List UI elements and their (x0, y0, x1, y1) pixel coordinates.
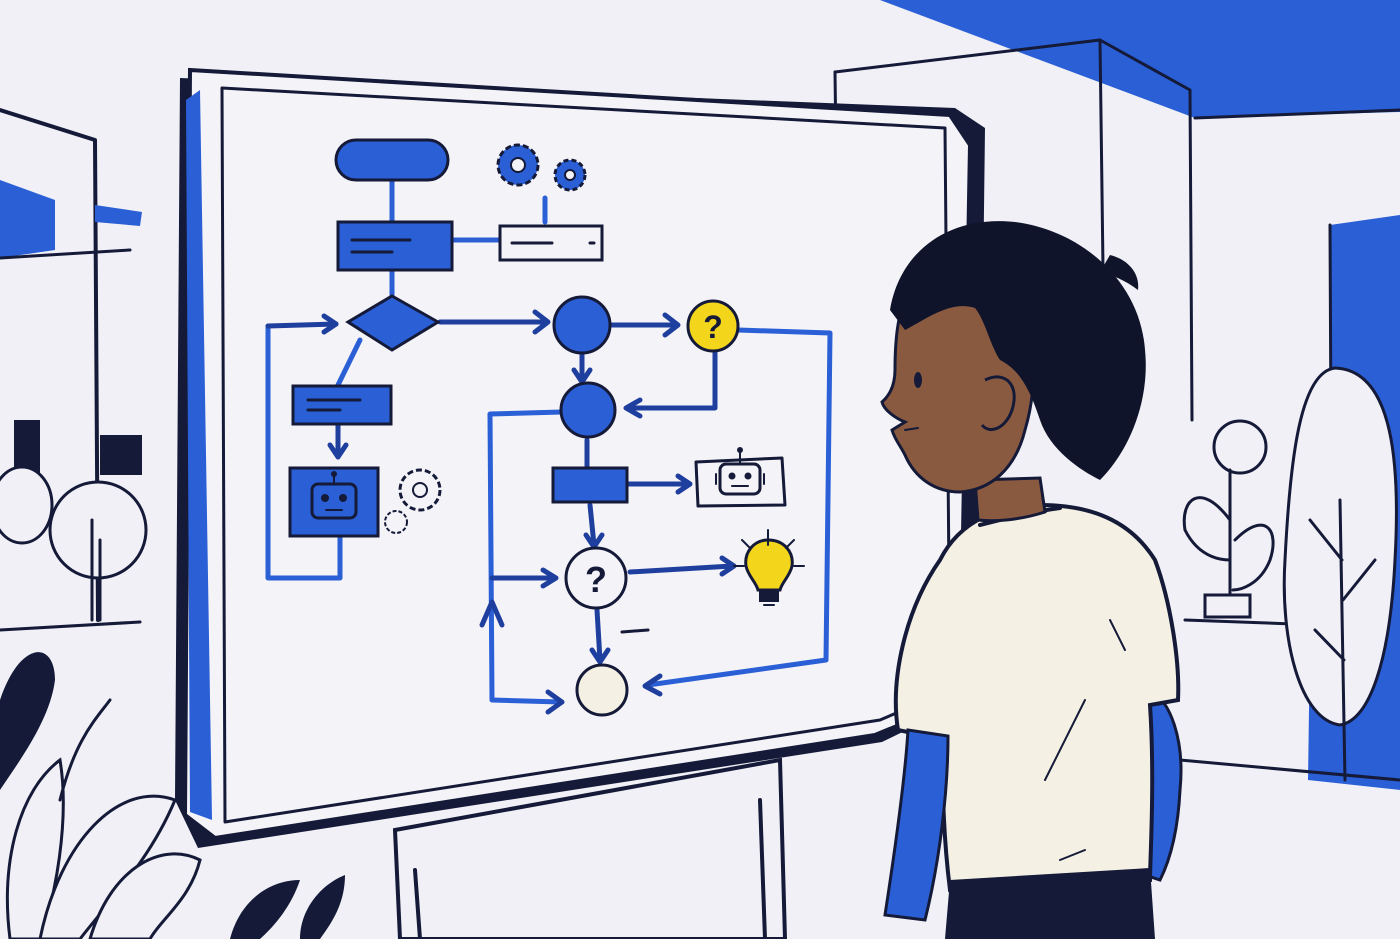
decision-circle: ? (564, 546, 628, 610)
child-figure (880, 221, 1183, 939)
process-node-circle (559, 381, 617, 439)
gears-icon (496, 143, 587, 192)
process-node-circle (552, 295, 612, 355)
end-node-circle (575, 663, 629, 717)
gear-icon (384, 468, 442, 534)
robot-outline-icon (694, 447, 787, 508)
decision-symbol-1: ? (703, 309, 723, 345)
board-stand (392, 757, 788, 939)
question-icon: ? (686, 299, 740, 353)
process-box-left (291, 384, 393, 426)
start-terminal (334, 138, 450, 182)
process-box-small (551, 466, 629, 504)
decision-diamond (345, 294, 441, 352)
decision-symbol-2: ? (585, 559, 607, 600)
right-tree-icon (1282, 366, 1398, 782)
foreground-plants-icon (0, 652, 345, 939)
lightbulb-icon (733, 529, 805, 606)
robot-icon (288, 466, 380, 538)
left-tree-icon (0, 465, 148, 622)
process-box (336, 220, 454, 272)
flowchart: ? ? (265, 138, 833, 717)
right-plant-icon (1182, 419, 1275, 619)
